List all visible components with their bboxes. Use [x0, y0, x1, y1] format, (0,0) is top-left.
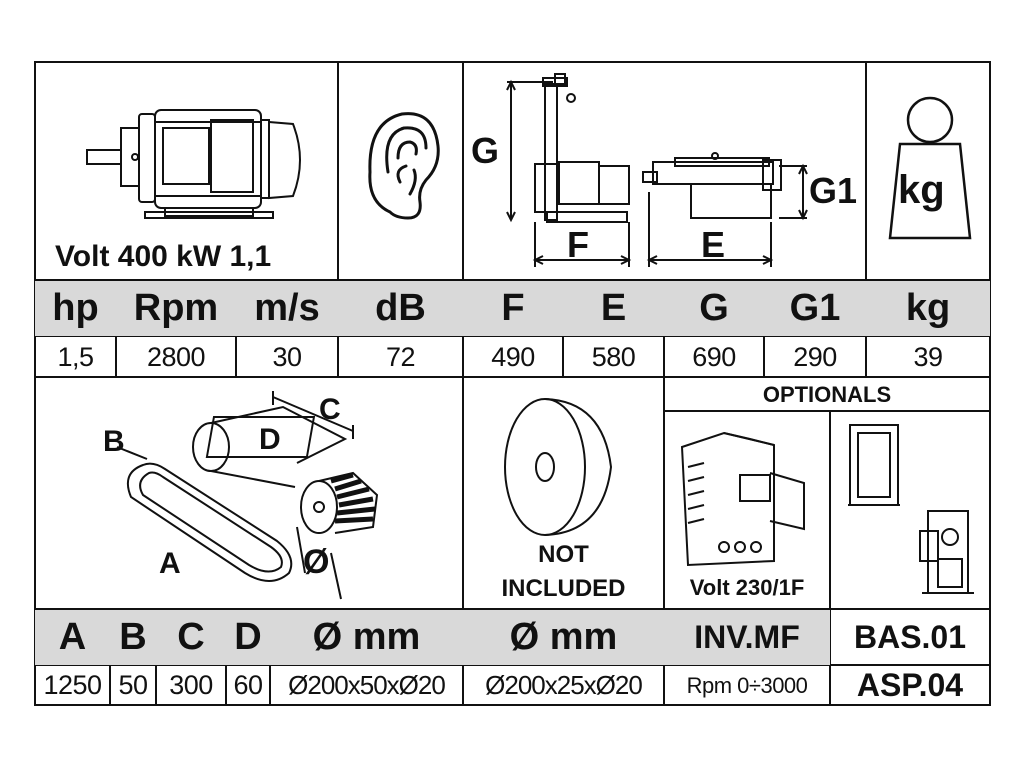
spec-value-ms: 30 [272, 341, 302, 372]
drive-wheel-header: Ø mm [270, 610, 463, 665]
belt-header-b: B [110, 610, 156, 665]
belt-value-d: 60 [233, 670, 263, 700]
noise-cell [338, 62, 463, 280]
dimensions-cell: G F E G1 [463, 62, 866, 280]
spec-value-hp: 1,5 [57, 341, 94, 372]
machine-dimensions-drawing [506, 73, 808, 267]
wheel-note-line1: NOT [538, 541, 589, 568]
spec-header-db: dB [338, 281, 463, 336]
motor-label: Volt 400 kW 1,1 [55, 240, 272, 273]
weight-label: kg [898, 168, 945, 212]
spec-header-ms: m/s [236, 281, 338, 336]
inverter-cell: Volt 230/1F [664, 411, 830, 609]
belt-value-b: 50 [118, 670, 148, 700]
spec-header-f: F [463, 281, 563, 336]
electric-motor-icon [86, 109, 301, 219]
grinding-wheel-icon [504, 398, 613, 536]
spec-value-db: 72 [385, 341, 416, 372]
drive-wheel-value: Ø200x50xØ20 [288, 670, 446, 700]
belt-label-c: C [319, 393, 341, 426]
stand-cell [830, 411, 990, 609]
inverter-icon [680, 431, 805, 567]
belt-header-c: C [156, 610, 226, 665]
ear-icon [368, 112, 440, 220]
spec-header-g: G [664, 281, 764, 336]
wheel-cell: NOT INCLUDED [463, 377, 664, 609]
spec-header-rpm: Rpm [116, 281, 236, 336]
belt-header-a: A [35, 610, 110, 665]
spec-value-g: 690 [692, 341, 736, 372]
weight-cell: kg [866, 62, 990, 280]
spec-header-hp: hp [35, 281, 116, 336]
dim-label-e: E [701, 224, 726, 265]
spec-value-f: 490 [491, 341, 535, 372]
belt-label-a: A [159, 547, 181, 580]
motor-cell: Volt 400 kW 1,1 [35, 62, 338, 280]
spec-header-e: E [563, 281, 664, 336]
spec-header-kg: kg [866, 281, 990, 336]
inverter-rpm-value: Rpm 0÷3000 [686, 672, 808, 698]
inverter-code: INV.MF [664, 610, 830, 665]
wheel-note-line2: INCLUDED [501, 575, 626, 602]
grinding-wheel-header: Ø mm [463, 610, 664, 665]
belt-label-d: D [259, 423, 281, 456]
weight-icon [888, 96, 972, 240]
belt-label-dia: Ø [303, 543, 330, 581]
spec-value-g1: 290 [793, 341, 837, 372]
dim-label-f: F [567, 224, 589, 265]
base-stand-icon [848, 424, 974, 594]
belt-label-b: B [103, 425, 125, 458]
spec-value-e: 580 [591, 341, 636, 372]
optionals-title: OPTIONALS [762, 381, 892, 407]
belt-value-c: 300 [169, 670, 213, 700]
spec-value-rpm: 2800 [146, 341, 206, 372]
spec-header-g1: G1 [764, 281, 866, 336]
belt-value-a: 1250 [43, 670, 102, 700]
stand-code: BAS.01 [853, 619, 967, 655]
dim-label-g1: G1 [809, 170, 858, 211]
aspiration-code: ASP.04 [856, 667, 964, 703]
sanding-belt-drawing [116, 391, 379, 600]
dim-label-g: G [471, 130, 500, 171]
grinding-wheel-value: Ø200x25xØ20 [485, 670, 643, 700]
belt-header-d: D [226, 610, 270, 665]
inverter-label: Volt 230/1F [689, 575, 805, 600]
belt-cell: B C D A Ø [35, 377, 463, 609]
spec-value-kg: 39 [913, 341, 943, 372]
